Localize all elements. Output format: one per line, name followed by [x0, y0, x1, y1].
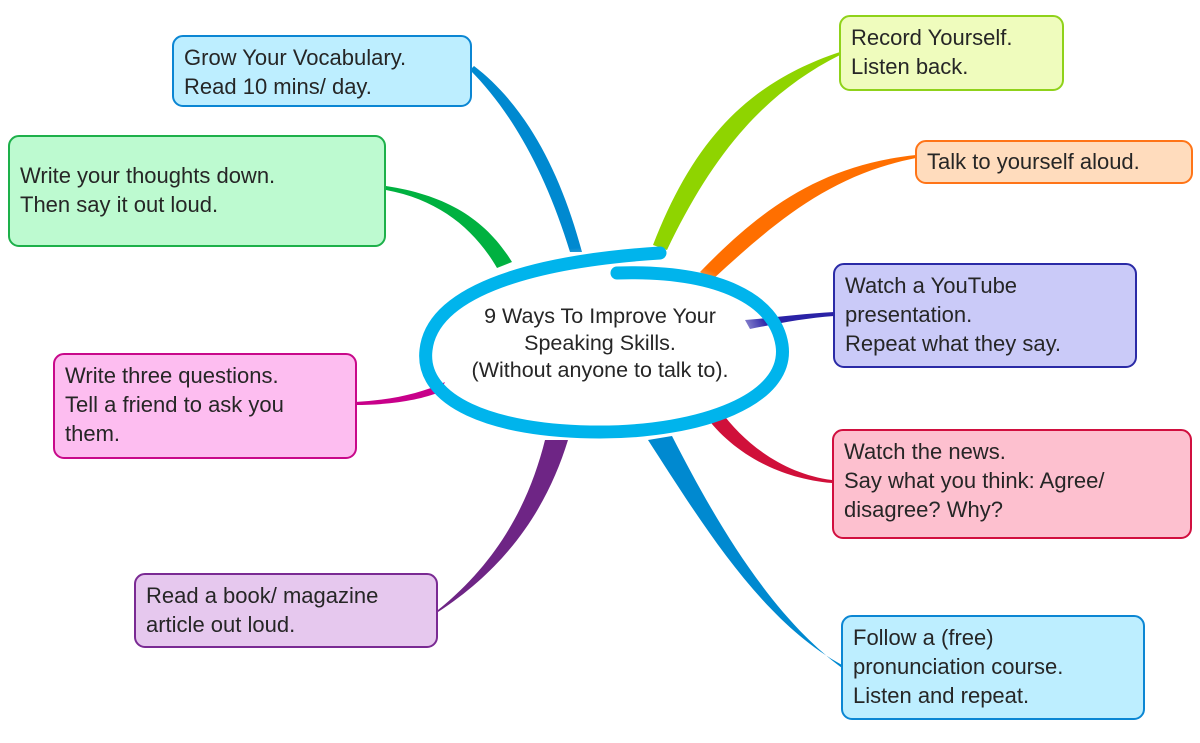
topic-talk-aloud[interactable]: Talk to yourself aloud. — [915, 140, 1193, 184]
topic-pronunciation[interactable]: Follow a (free) pronunciation course. Li… — [841, 615, 1145, 720]
branch-news — [705, 410, 832, 483]
branch-write-thoughts — [386, 186, 512, 268]
branch-pronunciation — [648, 436, 842, 668]
topic-read-book[interactable]: Read a book/ magazine article out loud. — [134, 573, 438, 648]
central-topic-fill — [428, 247, 772, 443]
topic-write-thoughts[interactable]: Write your thoughts down. Then say it ou… — [8, 135, 386, 247]
topic-record-yourself[interactable]: Record Yourself. Listen back. — [839, 15, 1064, 91]
topic-youtube[interactable]: Watch a YouTube presentation. Repeat wha… — [833, 263, 1137, 368]
central-topic[interactable]: 9 Ways To Improve Your Speaking Skills. … — [471, 304, 729, 382]
topic-news[interactable]: Watch the news. Say what you think: Agre… — [832, 429, 1192, 539]
branch-three-questions — [355, 382, 445, 405]
central-topic-ring — [419, 246, 789, 439]
branch-record-yourself — [653, 52, 840, 250]
branch-vocabulary — [470, 66, 582, 252]
branch-talk-aloud — [700, 155, 916, 280]
topic-three-questions[interactable]: Write three questions. Tell a friend to … — [53, 353, 357, 459]
branch-read-book — [438, 440, 568, 612]
topic-vocabulary[interactable]: Grow Your Vocabulary. Read 10 mins/ day. — [172, 35, 472, 107]
